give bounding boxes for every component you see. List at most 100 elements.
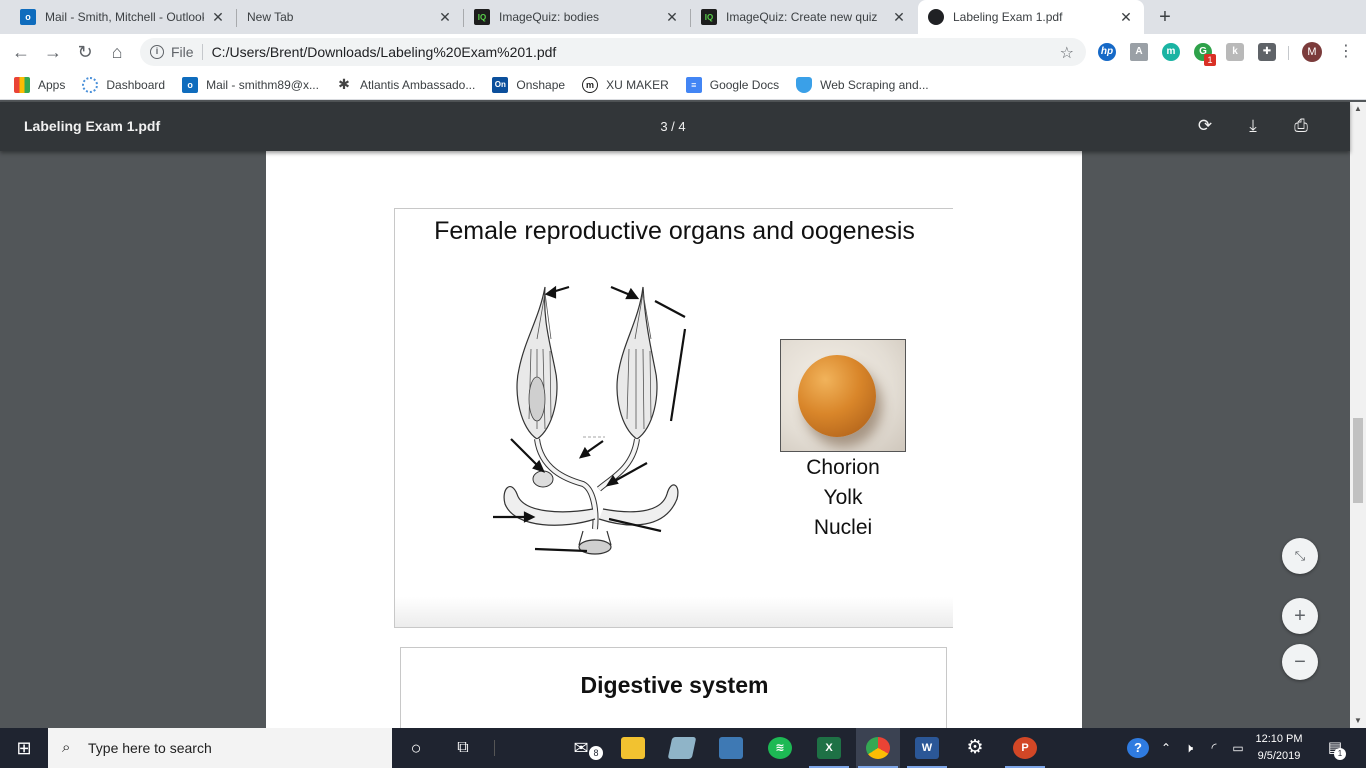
taskbar-search[interactable]: ⌕ Type here to search [48,728,392,768]
tab-divider [463,9,464,27]
egg-label-nuclei: Nuclei [813,516,873,539]
cortana-icon[interactable]: ○ [410,738,422,758]
pdf-toolbar: Labeling Exam 1.pdf 3 / 4 ⟳ ⤓ ⎙ [0,102,1350,151]
bookmark-mail[interactable]: o Mail - smithm89@x... [182,76,319,93]
bookmark-dashboard[interactable]: Dashboard [82,76,166,93]
bookmark-xu-maker[interactable]: m XU MAKER [582,76,669,93]
tab-divider [690,9,691,27]
print-icon[interactable]: ⎙ [1294,116,1308,135]
close-icon[interactable]: ✕ [439,8,451,25]
tab-new-tab[interactable]: New Tab ✕ [237,0,463,34]
speaker-muted-icon[interactable]: 🕨 [1184,740,1194,755]
python-icon[interactable] [719,737,743,759]
rotate-icon[interactable]: ⟳ [1197,116,1213,135]
fit-page-button[interactable]: ⤡ [1282,538,1318,574]
divider [494,740,495,756]
reload-icon[interactable]: ↻ [77,42,93,62]
puzzle-extension-icon[interactable]: ✚ [1258,43,1276,61]
powerpoint-icon[interactable]: P [1013,737,1037,759]
windows-start-icon[interactable]: ⊞ [16,738,32,758]
running-indicator [907,766,947,768]
onshape-icon: On [492,76,509,93]
menu-kebab-icon[interactable]: ⋮ [1338,43,1354,60]
pdf-title: Labeling Exam 1.pdf [24,118,161,134]
chevron-up-icon[interactable]: ⌃ [1160,741,1172,755]
tab-divider [236,9,237,27]
address-bar[interactable]: i File C:/Users/Brent/Downloads/Labeling… [140,38,1086,66]
task-view-icon[interactable]: ⧉ [457,739,469,756]
scrollbar[interactable]: ▲ ▼ [1350,102,1366,728]
close-icon[interactable]: ✕ [1120,8,1132,25]
asterisk-icon: ✱ [338,76,350,92]
close-icon[interactable]: ✕ [666,8,678,25]
docs-icon: ≡ [685,76,702,93]
running-indicator [858,766,898,768]
file-explorer-icon[interactable] [621,737,645,759]
bookmark-onshape[interactable]: On Onshape [492,76,565,93]
bookmark-label: Atlantis Ambassado... [359,77,476,92]
hp-extension-icon[interactable]: hp [1098,43,1116,61]
tab-title: Labeling Exam 1.pdf [953,10,1063,24]
scroll-thumb[interactable] [1353,418,1363,503]
url-text[interactable]: C:/Users/Brent/Downloads/Labeling%20Exam… [211,44,557,60]
back-arrow-icon[interactable]: ← [12,42,30,62]
scroll-up-arrow-icon[interactable]: ▲ [1354,104,1362,113]
forward-arrow-icon[interactable]: → [44,42,62,62]
imagequiz-icon: IQ [701,9,717,25]
tab-imagequiz-create[interactable]: IQ ImageQuiz: Create new quiz ✕ [691,0,917,34]
profile-avatar[interactable]: M [1302,42,1322,62]
excel-icon[interactable]: X [817,737,841,759]
slide-title: Digestive system [580,672,769,698]
system-clock[interactable]: 12:10 PM 9/5/2019 [1250,731,1308,765]
mail-badge: 8 [589,746,603,760]
tab-labeling-exam[interactable]: Labeling Exam 1.pdf ✕ [918,0,1144,34]
close-icon[interactable]: ✕ [893,8,905,25]
apps-grid-icon [14,76,30,93]
sticky-app-icon[interactable] [667,737,697,759]
pdf-page: Female reproductive organs and oogenesis [266,151,1082,728]
zoom-in-button[interactable]: + [1282,598,1318,634]
new-tab-button[interactable]: + [1159,6,1171,28]
bookmark-atlantis[interactable]: ✱ Atlantis Ambassado... [336,76,476,93]
bookmark-star-icon[interactable]: ☆ [1059,45,1074,62]
wifi-icon[interactable]: ◜ [1211,740,1217,755]
battery-icon[interactable]: ▭ [1232,741,1244,755]
mail-app-icon[interactable]: ✉ [573,738,589,758]
tab-title: ImageQuiz: bodies [499,10,600,24]
bookmark-google-docs[interactable]: ≡ Google Docs [685,76,780,93]
bookmark-label: Dashboard [106,77,166,92]
divider [1288,46,1289,60]
bookmark-web-scraping[interactable]: Web Scraping and... [796,76,929,93]
tab-title: ImageQuiz: Create new quiz [726,10,878,24]
egg-image [798,355,876,437]
slide-shade [395,597,953,627]
bookmark-label: Google Docs [709,77,780,92]
info-icon[interactable]: i [150,45,164,59]
scroll-down-arrow-icon[interactable]: ▼ [1354,716,1362,725]
tab-strip: o Mail - Smith, Mitchell - Outlook ✕ New… [0,0,1366,34]
help-icon[interactable]: ? [1127,738,1149,758]
close-icon[interactable]: ✕ [212,8,224,25]
chrome-icon[interactable] [866,737,890,759]
download-icon[interactable]: ⤓ [1249,116,1257,135]
k-extension-icon[interactable]: k [1226,43,1244,61]
tab-imagequiz-bodies[interactable]: IQ ImageQuiz: bodies ✕ [464,0,690,34]
pdf-viewer[interactable]: Female reproductive organs and oogenesis [0,151,1350,728]
bookmark-apps[interactable]: Apps [14,76,66,93]
tab-title: New Tab [247,10,294,24]
m-extension-icon[interactable]: m [1162,43,1180,61]
taskbar: ⊞ ⌕ Type here to search ○ ⧉ ✉ 8 ≋ X W ⚙ … [0,728,1366,768]
egg-label-chorion: Chorion [806,456,880,479]
pdf-extension-icon[interactable]: A [1130,43,1148,61]
search-placeholder: Type here to search [88,740,212,756]
bookmark-label: Apps [38,77,66,92]
outlook-icon: o [20,9,36,25]
zoom-out-button[interactable]: − [1282,644,1318,680]
home-icon[interactable]: ⌂ [111,42,123,62]
settings-gear-icon[interactable]: ⚙ [966,737,984,758]
word-icon[interactable]: W [915,737,939,759]
tab-outlook[interactable]: o Mail - Smith, Mitchell - Outlook ✕ [0,0,236,34]
clock-time: 12:10 PM [1255,733,1303,745]
bookmark-label: XU MAKER [606,77,669,92]
spotify-icon[interactable]: ≋ [768,737,792,759]
